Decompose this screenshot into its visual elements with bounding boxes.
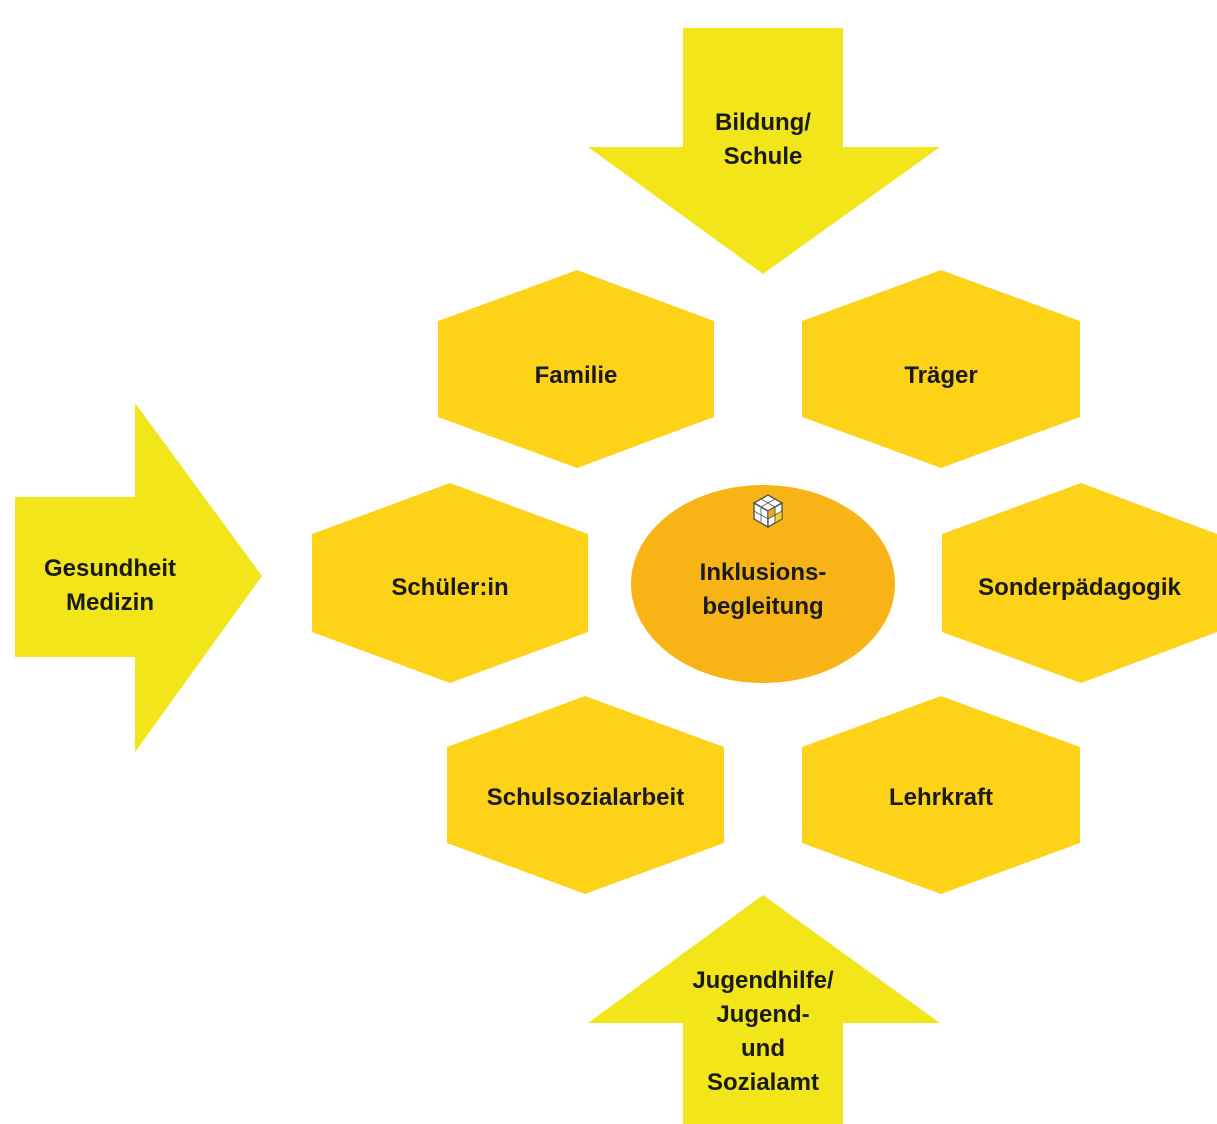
hexagon-traeger-shape	[802, 270, 1080, 468]
hexagon-familie-shape	[438, 270, 714, 468]
hexagon-schueler-label: Schüler:in	[391, 574, 509, 601]
hexagon-sonderpaedagogik-shape	[942, 483, 1217, 683]
hexagon-familie-label: Familie	[534, 362, 618, 389]
arrow-gesundheit-label: Gesundheit Medizin	[43, 555, 176, 616]
hexagon-traeger-label: Träger	[904, 362, 978, 389]
arrow-bildung-shape	[588, 28, 940, 274]
hexagon-lehrkraft-label: Lehrkraft	[888, 784, 994, 811]
arrow-jugendhilfe-shape	[588, 895, 940, 1124]
center-ellipse	[631, 485, 895, 683]
hexagon-sonderpaedagogik-label: Sonderpädagogik	[978, 574, 1181, 601]
arrow-bildung-label: Bildung/ Schule	[715, 109, 811, 170]
center-label: Inklusions- begleitung	[699, 559, 827, 620]
hexagon-schulsozialarbeit-label: Schulsozialarbeit	[486, 784, 685, 811]
hexagon-schulsozialarbeit-shape	[447, 696, 724, 894]
arrow-jugendhilfe-label: Jugendhilfe/ Jugend- und Sozialamt	[692, 967, 834, 1096]
hexagon-lehrkraft-shape	[802, 696, 1080, 894]
cube-icon	[752, 494, 784, 529]
arrow-gesundheit-shape	[15, 403, 262, 752]
hexagon-schueler-shape	[312, 483, 588, 683]
